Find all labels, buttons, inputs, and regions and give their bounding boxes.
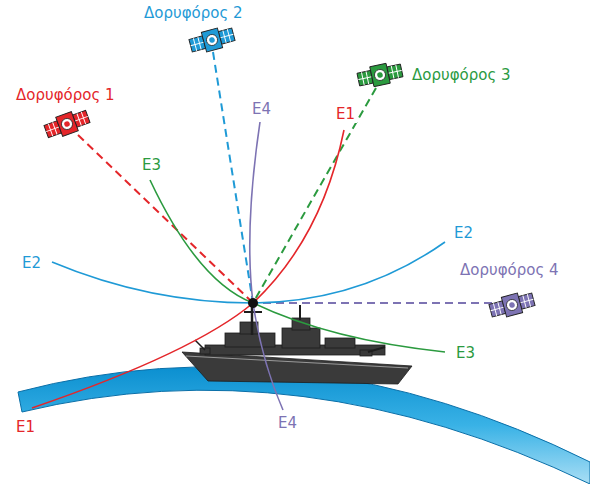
curve-label: E4 xyxy=(250,100,273,118)
satellite-label: Δορυφόρος 1 xyxy=(14,86,117,104)
sphere-curve xyxy=(32,130,344,408)
sphere-curve xyxy=(150,180,445,352)
curve-label: E1 xyxy=(334,105,357,123)
range-line xyxy=(253,302,492,304)
satellite-label: Δορυφόρος 4 xyxy=(458,261,561,279)
satellite-label: Δορυφόρος 3 xyxy=(410,66,513,84)
range-line xyxy=(213,52,253,303)
ship-deck-line xyxy=(186,356,408,368)
range-line xyxy=(78,135,253,303)
earth-band xyxy=(18,367,590,484)
sphere-curve xyxy=(52,242,445,303)
satellite-label: Δορυφόρος 2 xyxy=(142,4,245,22)
satellite-icon xyxy=(43,107,92,141)
satellite-icon xyxy=(356,60,404,89)
curve-label: E2 xyxy=(20,254,43,272)
curve-label: E3 xyxy=(140,156,163,174)
curve-label: E1 xyxy=(14,418,37,436)
satellite-icon xyxy=(188,24,236,55)
range-line xyxy=(253,88,376,303)
curve-label: E4 xyxy=(276,414,299,432)
curve-label: E3 xyxy=(454,344,477,362)
curve-label: E2 xyxy=(452,224,475,242)
satellite-icon xyxy=(488,289,536,320)
sphere-curve xyxy=(250,122,283,410)
position-dot xyxy=(248,298,258,308)
